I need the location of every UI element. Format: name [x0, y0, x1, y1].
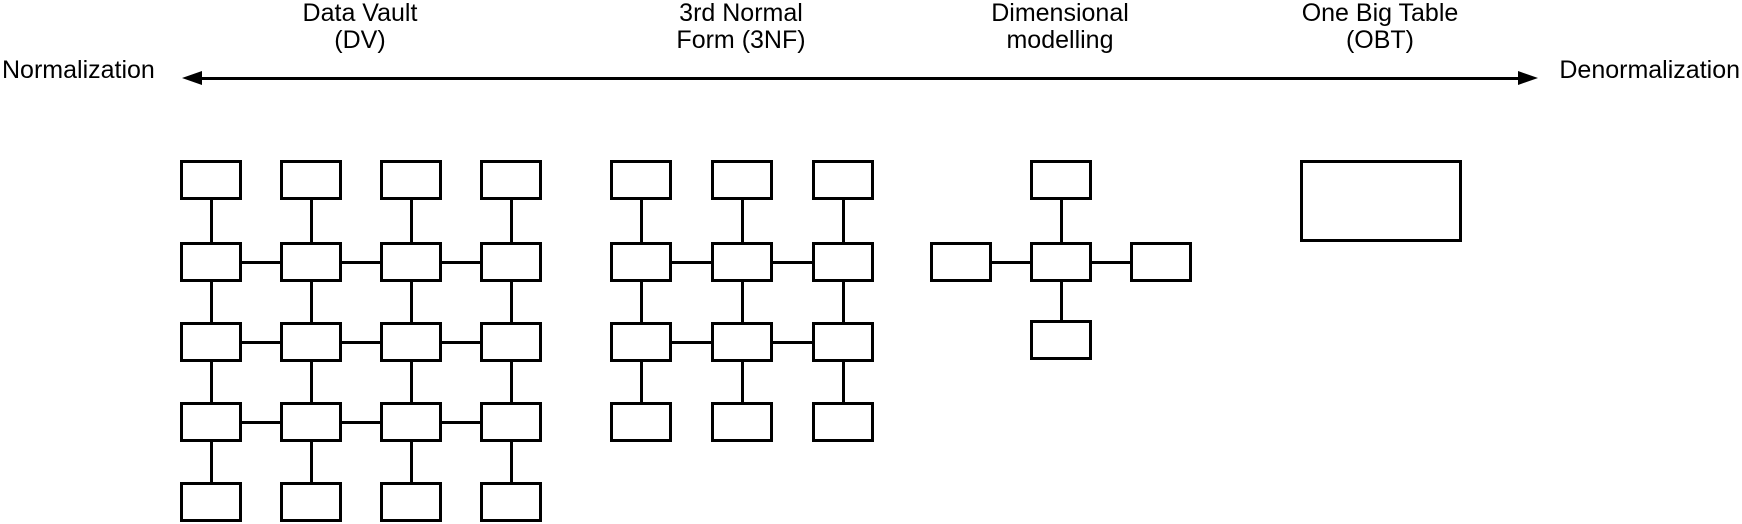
- connector-line: [639, 200, 643, 242]
- connector-line: [1059, 200, 1063, 242]
- entity-box: [380, 160, 442, 200]
- entity-box: [711, 160, 773, 200]
- connector-line: [442, 420, 480, 424]
- entity-box: [180, 242, 242, 282]
- entity-box: [812, 242, 874, 282]
- connector-line: [509, 200, 513, 242]
- entity-box: [610, 242, 672, 282]
- connector-line: [209, 362, 213, 402]
- connector-line: [639, 362, 643, 402]
- entity-box: [180, 402, 242, 442]
- label-third-normal-form: 3rd Normal Form (3NF): [676, 0, 805, 54]
- entity-box: [380, 242, 442, 282]
- entity-box: [380, 402, 442, 442]
- entity-box: [280, 242, 342, 282]
- entity-box: [610, 402, 672, 442]
- connector-line: [442, 260, 480, 264]
- connector-line: [409, 442, 413, 482]
- entity-box: [1030, 320, 1092, 360]
- connector-line: [309, 362, 313, 402]
- connector-line: [342, 420, 380, 424]
- connector-line: [342, 340, 380, 344]
- connector-line: [342, 260, 380, 264]
- label-one-big-table: One Big Table (OBT): [1302, 0, 1459, 54]
- entity-box: [180, 482, 242, 522]
- connector-line: [509, 282, 513, 322]
- connector-line: [242, 420, 280, 424]
- arrow-left-head-icon: [182, 71, 202, 85]
- label-line: (DV): [334, 26, 386, 54]
- connector-line: [841, 282, 845, 322]
- entity-box: [610, 160, 672, 200]
- label-line: Dimensional: [991, 0, 1129, 27]
- connector-line: [509, 362, 513, 402]
- label-line: modelling: [1006, 26, 1114, 54]
- label-line: Data Vault: [302, 0, 418, 27]
- connector-line: [740, 200, 744, 242]
- label-line: 3rd Normal: [679, 0, 803, 27]
- connector-line: [773, 260, 812, 264]
- connector-line: [639, 282, 643, 322]
- connector-line: [309, 200, 313, 242]
- connector-line: [209, 200, 213, 242]
- connector-line: [442, 340, 480, 344]
- connector-line: [209, 442, 213, 482]
- entity-box: [380, 482, 442, 522]
- entity-box: [711, 402, 773, 442]
- entity-box: [480, 402, 542, 442]
- connector-line: [309, 442, 313, 482]
- connector-line: [672, 340, 711, 344]
- entity-box: [480, 482, 542, 522]
- entity-box: [711, 322, 773, 362]
- denormalization-label: Denormalization: [1559, 55, 1740, 84]
- connector-line: [409, 362, 413, 402]
- connector-line: [1059, 282, 1063, 320]
- connector-line: [409, 200, 413, 242]
- entity-box: [480, 322, 542, 362]
- entity-box: [1030, 160, 1092, 200]
- label-dimensional-modelling: Dimensional modelling: [991, 0, 1129, 54]
- connector-line: [209, 282, 213, 322]
- connector-line: [841, 362, 845, 402]
- connector-line: [242, 340, 280, 344]
- arrow-right-head-icon: [1518, 71, 1538, 85]
- entity-box: [930, 242, 992, 282]
- label-data-vault: Data Vault (DV): [303, 0, 418, 54]
- entity-box: [610, 322, 672, 362]
- entity-box: [812, 322, 874, 362]
- connector-line: [773, 340, 812, 344]
- entity-box: [280, 322, 342, 362]
- connector-line: [672, 260, 711, 264]
- entity-box: [1030, 242, 1092, 282]
- connector-line: [992, 260, 1030, 264]
- entity-box: [180, 322, 242, 362]
- entity-box: [280, 160, 342, 200]
- entity-box: [380, 322, 442, 362]
- entity-box: [711, 242, 773, 282]
- connector-line: [409, 282, 413, 322]
- normalization-label: Normalization: [2, 55, 155, 84]
- label-line: (OBT): [1345, 26, 1415, 54]
- label-line: One Big Table: [1301, 0, 1459, 27]
- spectrum-arrow-shaft: [198, 77, 1520, 80]
- connector-line: [1092, 260, 1130, 264]
- label-line: Form (3NF): [676, 26, 806, 54]
- connector-line: [841, 200, 845, 242]
- entity-box: [812, 402, 874, 442]
- entity-box: [280, 402, 342, 442]
- entity-box: [1130, 242, 1192, 282]
- connector-line: [309, 282, 313, 322]
- connector-line: [242, 260, 280, 264]
- entity-box: [812, 160, 874, 200]
- entity-box: [480, 242, 542, 282]
- entity-box: [180, 160, 242, 200]
- connector-line: [740, 282, 744, 322]
- connector-line: [740, 362, 744, 402]
- entity-box: [480, 160, 542, 200]
- entity-box: [280, 482, 342, 522]
- connector-line: [509, 442, 513, 482]
- entity-box: [1300, 160, 1462, 242]
